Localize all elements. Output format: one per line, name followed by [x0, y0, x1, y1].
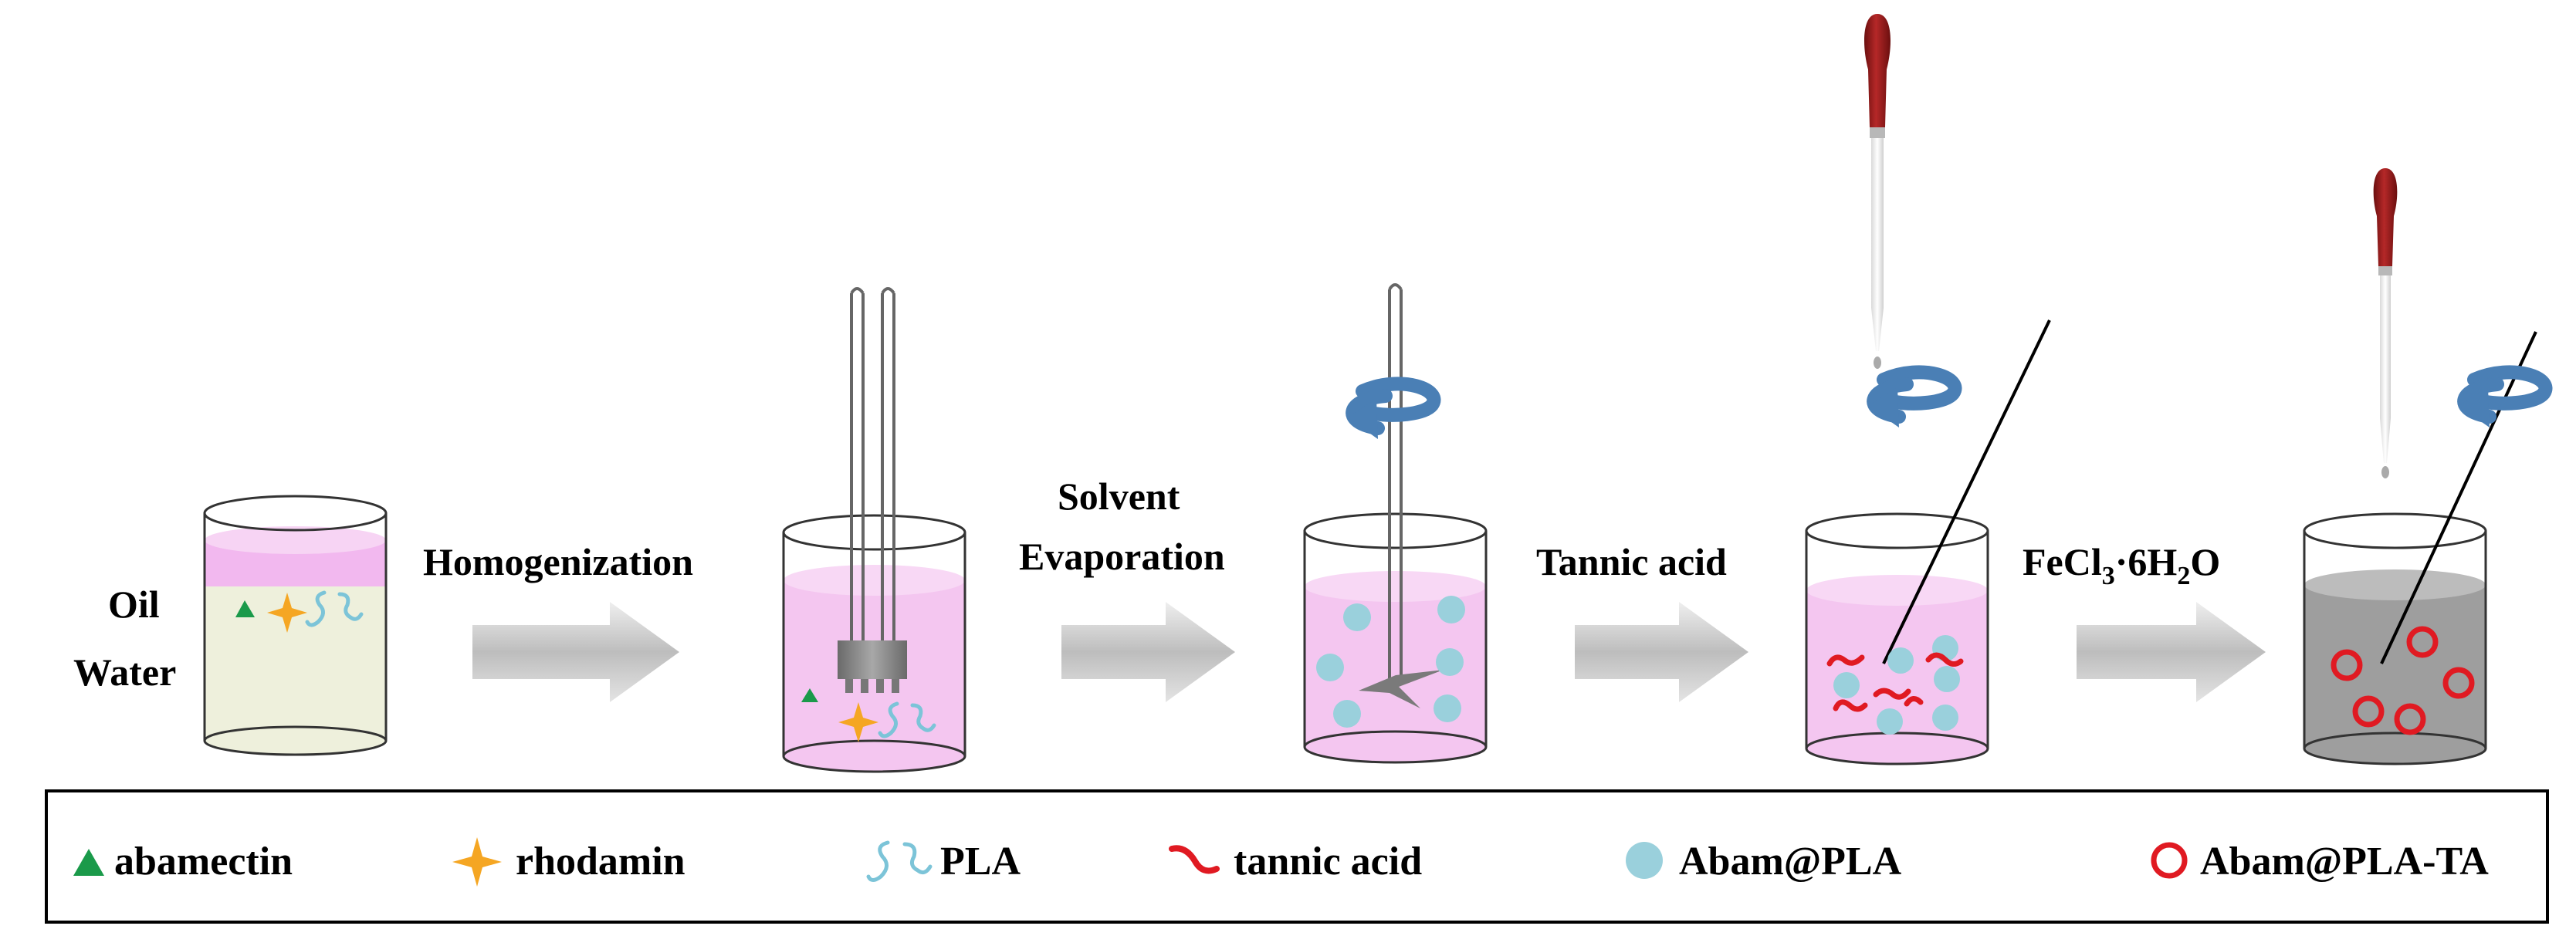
- step-1-label: Homogenization: [423, 540, 693, 583]
- blue-circle-icon: [1626, 842, 1663, 879]
- red-squiggle-icon: [1169, 845, 1220, 874]
- pla-chain-icon: [305, 590, 364, 627]
- beaker-homogenizer: [782, 287, 966, 773]
- legend-label: Abam@PLA: [1679, 840, 1902, 884]
- stirrer-rod: [1359, 283, 1444, 708]
- blue-circle-icon: [1877, 708, 1903, 735]
- water-label: Water: [73, 650, 176, 694]
- orange-star-icon: [452, 837, 502, 887]
- legend-item-abam-pla: Abam@PLA: [1626, 840, 1902, 884]
- beaker-tannic: [1805, 319, 2051, 765]
- step-4-label: FeCl3·6H2O: [2023, 540, 2220, 590]
- rotation-arrow-icon: [2459, 372, 2546, 427]
- red-ring-icon: [2151, 842, 2188, 879]
- pipette-2: [2373, 168, 2398, 478]
- orange-star-icon: [838, 702, 878, 742]
- homogenizer-probe: [838, 287, 907, 693]
- red-ring-icon: [2331, 649, 2363, 681]
- tannic-strands: [1826, 652, 1964, 712]
- legend-label: rhodamin: [516, 840, 685, 884]
- step-4-arrow: [2077, 602, 2266, 702]
- legend-label: tannic acid: [1234, 840, 1422, 884]
- legend-item-abam-pla-ta: Abam@PLA-TA: [2151, 840, 2489, 884]
- step-3-label: Tannic acid: [1536, 540, 1727, 583]
- legend-item-tannic-acid: tannic acid: [1169, 840, 1422, 884]
- green-triangle-icon: [235, 600, 255, 617]
- stir-rod: [1882, 319, 2051, 664]
- legend-label: PLA: [940, 840, 1021, 884]
- red-ring-icon: [2406, 626, 2439, 658]
- blue-circle-icon: [1932, 705, 1958, 731]
- legend-label: Abam@PLA-TA: [2200, 840, 2489, 884]
- green-triangle-icon: [73, 849, 104, 876]
- blue-circle-icon: [1316, 654, 1344, 681]
- blue-circle-icon: [1436, 648, 1464, 676]
- step-2-label-line2: Evaporation: [1019, 535, 1225, 578]
- pla-chain-icon: [866, 840, 933, 882]
- blue-circle-icon: [1333, 700, 1361, 728]
- beaker-oil-water: [203, 495, 388, 756]
- orange-star-icon: [267, 593, 307, 633]
- step-1-arrow: [472, 602, 679, 702]
- green-triangle-icon: [801, 688, 818, 702]
- legend: abamectin rhodamin PLA tannic acid Abam@…: [45, 789, 2549, 924]
- step-2-arrow: [1061, 602, 1235, 702]
- stir-rod: [2380, 331, 2537, 664]
- blue-circle-icon: [1437, 596, 1465, 623]
- legend-item-abamectin: abamectin: [73, 840, 293, 884]
- blue-circle-icon: [1934, 666, 1960, 692]
- step-3-arrow: [1575, 602, 1748, 702]
- red-ring-icon: [2394, 703, 2426, 735]
- step-2-label-line1: Solvent: [1058, 475, 1180, 518]
- red-ring-icon: [2442, 667, 2475, 699]
- blue-circle-icon: [1833, 672, 1860, 698]
- coated-particles: [2331, 626, 2475, 735]
- legend-item-pla: PLA: [866, 840, 1021, 884]
- legend-label: abamectin: [114, 840, 293, 884]
- pla-chain-icon: [878, 701, 936, 738]
- blue-circle-icon: [1434, 694, 1461, 722]
- rotation-arrow-icon: [1868, 372, 1955, 427]
- beaker-stirrer: [1303, 283, 1488, 764]
- legend-item-rhodamin: rhodamin: [452, 837, 685, 887]
- pipette-1: [1864, 14, 1891, 369]
- particles: [1833, 635, 1960, 735]
- blue-circle-icon: [1887, 647, 1914, 674]
- particles: [1316, 596, 1465, 728]
- oil-label: Oil: [108, 583, 160, 626]
- blue-circle-icon: [1343, 603, 1371, 631]
- beaker-fecl3: [2303, 331, 2537, 765]
- red-ring-icon: [2352, 695, 2385, 728]
